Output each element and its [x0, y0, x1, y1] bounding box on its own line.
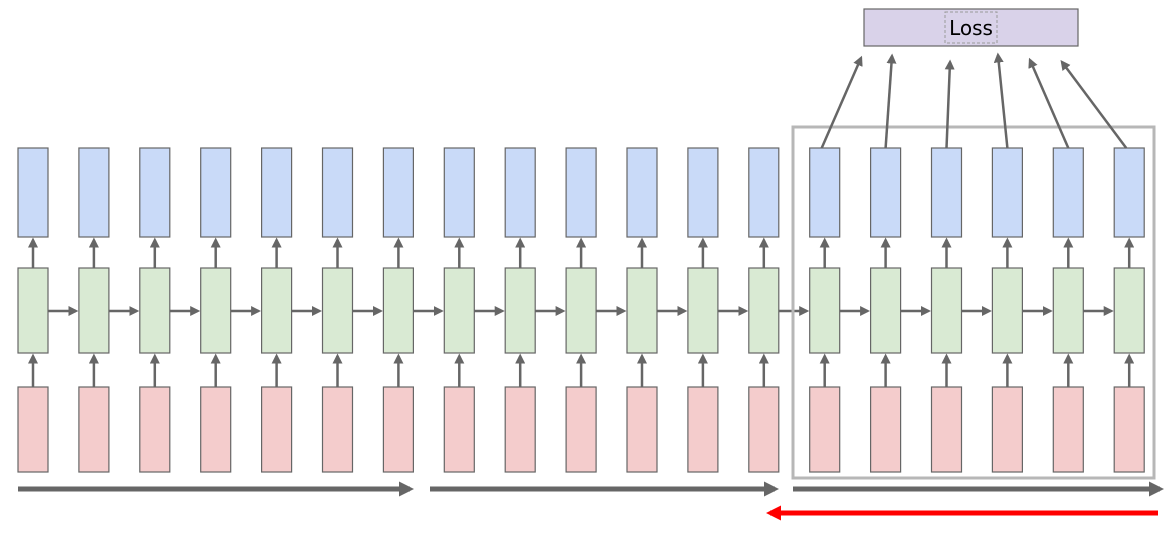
output-to-loss-arrow [1060, 59, 1128, 149]
output-cell [261, 147, 293, 238]
output-to-loss-arrow [993, 52, 1009, 149]
loss-arrows [820, 52, 1128, 149]
hidden-cell [504, 267, 536, 354]
hidden-cell [1113, 267, 1145, 354]
output-cell [809, 147, 841, 238]
hidden-cell [869, 267, 902, 354]
input-cell [930, 386, 963, 473]
output-cell [321, 147, 354, 238]
hidden-cell [261, 267, 293, 354]
output-to-loss-arrow [944, 59, 955, 149]
output-cell [687, 147, 719, 238]
input-cell [626, 386, 658, 473]
output-cell [443, 147, 475, 238]
input-cell [443, 386, 475, 473]
hidden-cell [930, 267, 963, 354]
output-cell [504, 147, 536, 238]
loss-node: Loss [863, 8, 1079, 47]
input-cell [504, 386, 536, 473]
input-cell [809, 386, 841, 473]
hidden-cell [17, 267, 49, 354]
input-cell [139, 386, 171, 473]
hidden-cell [443, 267, 475, 354]
rnn-cells [17, 147, 1145, 473]
input-cell [200, 386, 232, 473]
hidden-cell [748, 267, 780, 354]
hidden-cell [321, 267, 354, 354]
hidden-cell [991, 267, 1024, 354]
hidden-cell [1052, 267, 1084, 354]
output-to-loss-arrow [1028, 57, 1070, 149]
output-cell [139, 147, 171, 238]
input-cell [565, 386, 597, 473]
hidden-cell [78, 267, 110, 354]
input-cell [748, 386, 780, 473]
output-to-loss-arrow [820, 55, 863, 149]
output-cell [1052, 147, 1084, 238]
output-to-loss-arrow [884, 53, 897, 149]
hidden-cell [626, 267, 658, 354]
output-cell [200, 147, 232, 238]
input-cell [1113, 386, 1145, 473]
output-cell [869, 147, 902, 238]
output-cell [78, 147, 110, 238]
output-cell [565, 147, 597, 238]
output-cell [991, 147, 1024, 238]
loss-label: Loss [949, 16, 993, 40]
input-cell [78, 386, 110, 473]
output-cell [748, 147, 780, 238]
output-cell [17, 147, 49, 238]
output-cell [930, 147, 963, 238]
hidden-cell [565, 267, 597, 354]
input-cell [261, 386, 293, 473]
hidden-cell [809, 267, 841, 354]
input-cell [687, 386, 719, 473]
hidden-cell [382, 267, 414, 354]
output-cell [1113, 147, 1145, 238]
truncation-window-box [791, 125, 1156, 480]
input-cell [321, 386, 354, 473]
input-cell [17, 386, 49, 473]
loss-box [863, 8, 1079, 47]
hidden-cell [200, 267, 232, 354]
input-cell [991, 386, 1024, 473]
input-cell [382, 386, 414, 473]
input-cell [1052, 386, 1084, 473]
input-cell [869, 386, 902, 473]
loss-label-frame [944, 11, 998, 44]
output-cell [382, 147, 414, 238]
output-cell [626, 147, 658, 238]
hidden-cell [687, 267, 719, 354]
hidden-cell [139, 267, 171, 354]
